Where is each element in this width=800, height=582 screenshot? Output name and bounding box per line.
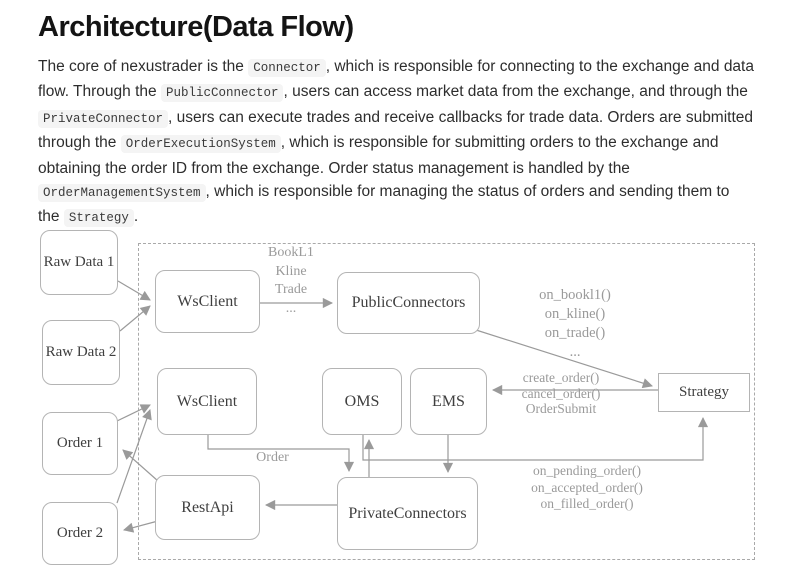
label-ellipsis: ... — [285, 300, 297, 316]
intro-text: , users can access market data from the … — [283, 83, 748, 101]
intro-text: , which is responsible for connecting to… — [38, 58, 754, 101]
node-label: WsClient — [177, 292, 238, 310]
node-label: Order 1 — [56, 435, 104, 452]
label-on-accepted-order: on_accepted_order() — [531, 479, 643, 495]
label-kline: Kline — [275, 263, 307, 279]
edge-label-order-commands: create_order() cancel_order() OrderSubmi… — [496, 370, 626, 417]
code-strategy: Strategy — [63, 209, 134, 228]
label-on-pending-order: on_pending_order() — [533, 463, 641, 478]
label-ellipsis: ... — [569, 344, 581, 360]
label-on-filled-order: on_filled_order() — [540, 496, 634, 511]
code-private-connector: PrivateConnector — [38, 109, 169, 128]
intro-paragraph: The core of nexustrader is the Connector… — [38, 55, 754, 231]
node-label: WsClient — [176, 392, 238, 410]
node-label: RestApi — [181, 498, 234, 516]
node-label: OMS — [344, 392, 380, 410]
label-on-bookl1: on_bookl1() — [539, 287, 611, 303]
label-on-kline: on_kline() — [544, 306, 606, 322]
intro-text: The core of nexustrader is the — [38, 58, 249, 75]
label-trade: Trade — [274, 282, 308, 297]
page-title: Architecture(Data Flow) — [38, 11, 354, 43]
node-label: Raw Data 2 — [45, 344, 117, 361]
node-order-1: Order 1 — [42, 412, 118, 475]
node-oms: OMS — [322, 368, 402, 435]
node-label: Raw Data 1 — [43, 254, 115, 271]
code-public-connector: PublicConnector — [160, 84, 284, 103]
node-label: Strategy — [679, 384, 729, 401]
node-raw-data-1: Raw Data 1 — [40, 230, 118, 295]
intro-text: , which is responsible for managing the … — [38, 183, 730, 226]
label-cancel-order: cancel_order() — [521, 385, 601, 401]
node-strategy: Strategy — [658, 373, 750, 412]
intro-text: , which is responsible for submitting or… — [38, 134, 719, 177]
node-ws-client-top: WsClient — [155, 270, 260, 333]
node-label: PrivateConnectors — [348, 504, 467, 522]
node-rest-api: RestApi — [155, 475, 260, 540]
node-ws-client-bottom: WsClient — [157, 368, 257, 435]
code-connector: Connector — [248, 59, 326, 77]
code-order-execution-system: OrderExecutionSystem — [120, 135, 281, 154]
edge-label-order: Order — [256, 450, 289, 465]
diagram-dashed-boundary — [138, 243, 755, 560]
label-bookl1: BookL1 — [268, 245, 314, 260]
node-label: Order 2 — [56, 525, 104, 542]
edge-label-market-callbacks: on_bookl1() on_kline() on_trade() ... — [500, 286, 650, 362]
code-order-management-system: OrderManagementSystem — [38, 184, 206, 203]
label-order-submit: OrderSubmit — [525, 401, 597, 416]
node-ems: EMS — [410, 368, 487, 435]
intro-text: , users can execute trades and receive c… — [38, 108, 754, 152]
edge-label-order-status: on_pending_order() on_accepted_order() o… — [502, 463, 672, 513]
label-create-order: create_order() — [522, 370, 600, 385]
edge-label-market-stream: BookL1 Kline Trade ... — [251, 244, 331, 318]
node-private-connectors: PrivateConnectors — [337, 477, 478, 550]
label-on-trade: on_trade() — [544, 325, 606, 341]
intro-text: . — [133, 208, 139, 226]
node-raw-data-2: Raw Data 2 — [42, 320, 120, 385]
node-label: EMS — [432, 392, 465, 410]
node-order-2: Order 2 — [42, 502, 118, 565]
node-label: PublicConnectors — [351, 294, 466, 311]
node-public-connectors: PublicConnectors — [337, 272, 480, 334]
